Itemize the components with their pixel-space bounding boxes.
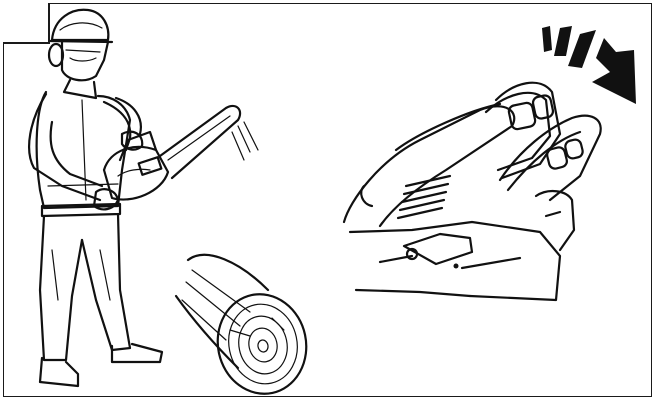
figure-number xyxy=(3,3,50,44)
saw-closeup xyxy=(344,83,601,300)
motion-arrow xyxy=(542,26,636,104)
vent-slats xyxy=(398,176,450,218)
chain-brake-guard xyxy=(404,83,601,269)
log xyxy=(176,255,315,402)
operator-figure xyxy=(29,10,162,386)
